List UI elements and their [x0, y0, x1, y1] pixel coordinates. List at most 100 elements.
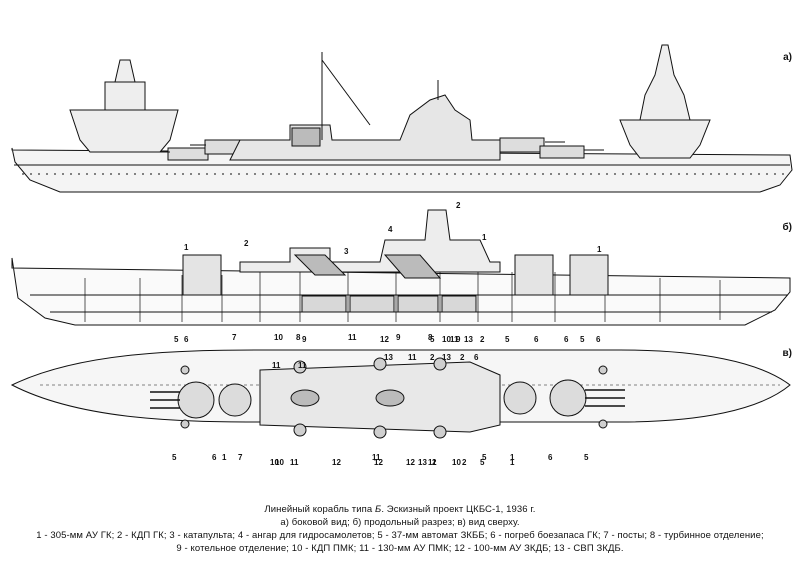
section-callout-5: 5	[505, 335, 510, 344]
section-callout-10: 10	[442, 335, 451, 344]
plan-turret-4	[549, 379, 587, 417]
section-turbine-room	[441, 295, 477, 313]
section-callout-2: 2	[480, 335, 485, 344]
plan-secondary-mount	[293, 423, 307, 437]
section-callout-6: 6	[184, 335, 189, 344]
section-superstructure	[239, 209, 501, 273]
section-turret-2	[514, 254, 554, 296]
plan-callout-10: 10	[275, 458, 284, 467]
section-callout-11: 11	[450, 335, 459, 344]
caption-legend-1: 1 - 305-мм АУ ГК; 2 - КДП ГК; 3 - катапу…	[36, 530, 764, 541]
section-view	[11, 209, 791, 326]
view-label-b: б)	[782, 222, 792, 233]
plan-callout-12: 12	[332, 458, 341, 467]
plan-callout-11: 11	[298, 361, 307, 370]
plan-secondary-mount	[433, 425, 447, 439]
section-callout-13: 13	[464, 335, 473, 344]
section-turbine-room	[349, 295, 395, 313]
section-callout-10: 10	[274, 333, 283, 342]
plan-aa-mount	[598, 365, 608, 375]
plan-aa-mount	[598, 419, 608, 429]
plan-funnel-2	[375, 389, 405, 407]
plan-funnel-1	[290, 389, 320, 407]
caption-views: а) боковой вид; б) продольный разрез; в)…	[280, 517, 520, 528]
section-funnel-2	[383, 254, 442, 279]
side-turret-1	[167, 147, 209, 161]
side-superstructure	[229, 94, 501, 161]
plan-callout-6: 6	[474, 353, 479, 362]
plan-callout-1: 1	[510, 458, 515, 467]
section-boiler-room	[397, 295, 439, 313]
caption: Линейный корабль типа Б. Эскизный проект…	[0, 503, 800, 555]
plan-callout-5: 5	[482, 453, 487, 462]
section-boiler-room	[301, 295, 347, 313]
plan-turret-2	[218, 383, 252, 417]
section-callout-12: 12	[380, 335, 389, 344]
side-turret-3	[499, 137, 545, 153]
plan-callout-10: 10	[452, 458, 461, 467]
plan-view	[10, 349, 791, 439]
section-callout-8: 8	[296, 333, 301, 342]
section-turret-3	[569, 254, 609, 296]
section-turret-1	[182, 254, 222, 296]
plan-callout-2: 2	[460, 353, 465, 362]
plan-callout-12: 12	[406, 458, 415, 467]
plan-callout-5: 5	[480, 458, 485, 467]
section-callout-6: 6	[596, 335, 601, 344]
plan-secondary-mount	[373, 425, 387, 439]
plan-turret-3	[503, 381, 537, 415]
plan-callout-13: 13	[418, 458, 427, 467]
plan-callout-5: 5	[172, 453, 177, 462]
plan-callout-7: 7	[238, 453, 243, 462]
plan-callout-13: 13	[442, 353, 451, 362]
caption-title: Линейный корабль типа Б. Эскизный проект…	[264, 504, 536, 515]
side-bow-end-view	[619, 44, 711, 159]
plan-callout-2: 2	[462, 458, 467, 467]
plan-callout-2: 2	[432, 458, 437, 467]
section-callout-1: 1	[597, 245, 602, 254]
side-funnel	[291, 127, 321, 147]
plan-callout-11: 11	[272, 361, 281, 370]
plan-callout-13: 13	[384, 353, 393, 362]
section-callout-5: 5	[430, 335, 435, 344]
plan-aa-mount	[180, 365, 190, 375]
section-callout-6: 6	[534, 335, 539, 344]
plan-callout-11: 11	[408, 353, 417, 362]
plan-callout-6: 6	[212, 453, 217, 462]
section-callout-9: 9	[396, 333, 401, 342]
section-callout-7: 7	[232, 333, 237, 342]
section-funnel-1	[293, 254, 347, 276]
section-callout-1: 1	[482, 233, 487, 242]
plan-callout-5: 5	[584, 453, 589, 462]
section-callout-5: 5	[580, 335, 585, 344]
plan-callout-1: 1	[222, 453, 227, 462]
section-callout-2: 2	[456, 201, 461, 210]
plan-secondary-mount	[293, 360, 307, 374]
section-callout-9: 9	[302, 335, 307, 344]
caption-legend-2: 9 - котельное отделение; 10 - КДП ПМК; 1…	[176, 543, 624, 554]
side-stern-end-view	[69, 59, 179, 153]
section-callout-3: 3	[344, 247, 349, 256]
view-label-a: а)	[783, 52, 792, 63]
section-callout-9: 9	[456, 335, 461, 344]
section-bulkheads	[84, 272, 721, 322]
section-callout-5: 5	[174, 335, 179, 344]
side-view	[11, 44, 793, 193]
section-callout-1: 1	[184, 243, 189, 252]
plan-callout-11: 11	[428, 458, 437, 467]
plan-aa-mount	[180, 419, 190, 429]
plan-callout-10: 10	[270, 458, 279, 467]
section-callout-11: 11	[348, 333, 357, 342]
plan-secondary-mount	[433, 357, 447, 371]
plan-callout-6: 6	[548, 453, 553, 462]
section-callout-6: 6	[564, 335, 569, 344]
plan-callout-11: 11	[372, 453, 381, 462]
side-turret-4	[539, 145, 585, 159]
section-callout-8: 8	[428, 333, 433, 342]
section-callout-2: 2	[244, 239, 249, 248]
plan-callout-1: 1	[510, 453, 515, 462]
section-callout-4: 4	[388, 225, 393, 234]
